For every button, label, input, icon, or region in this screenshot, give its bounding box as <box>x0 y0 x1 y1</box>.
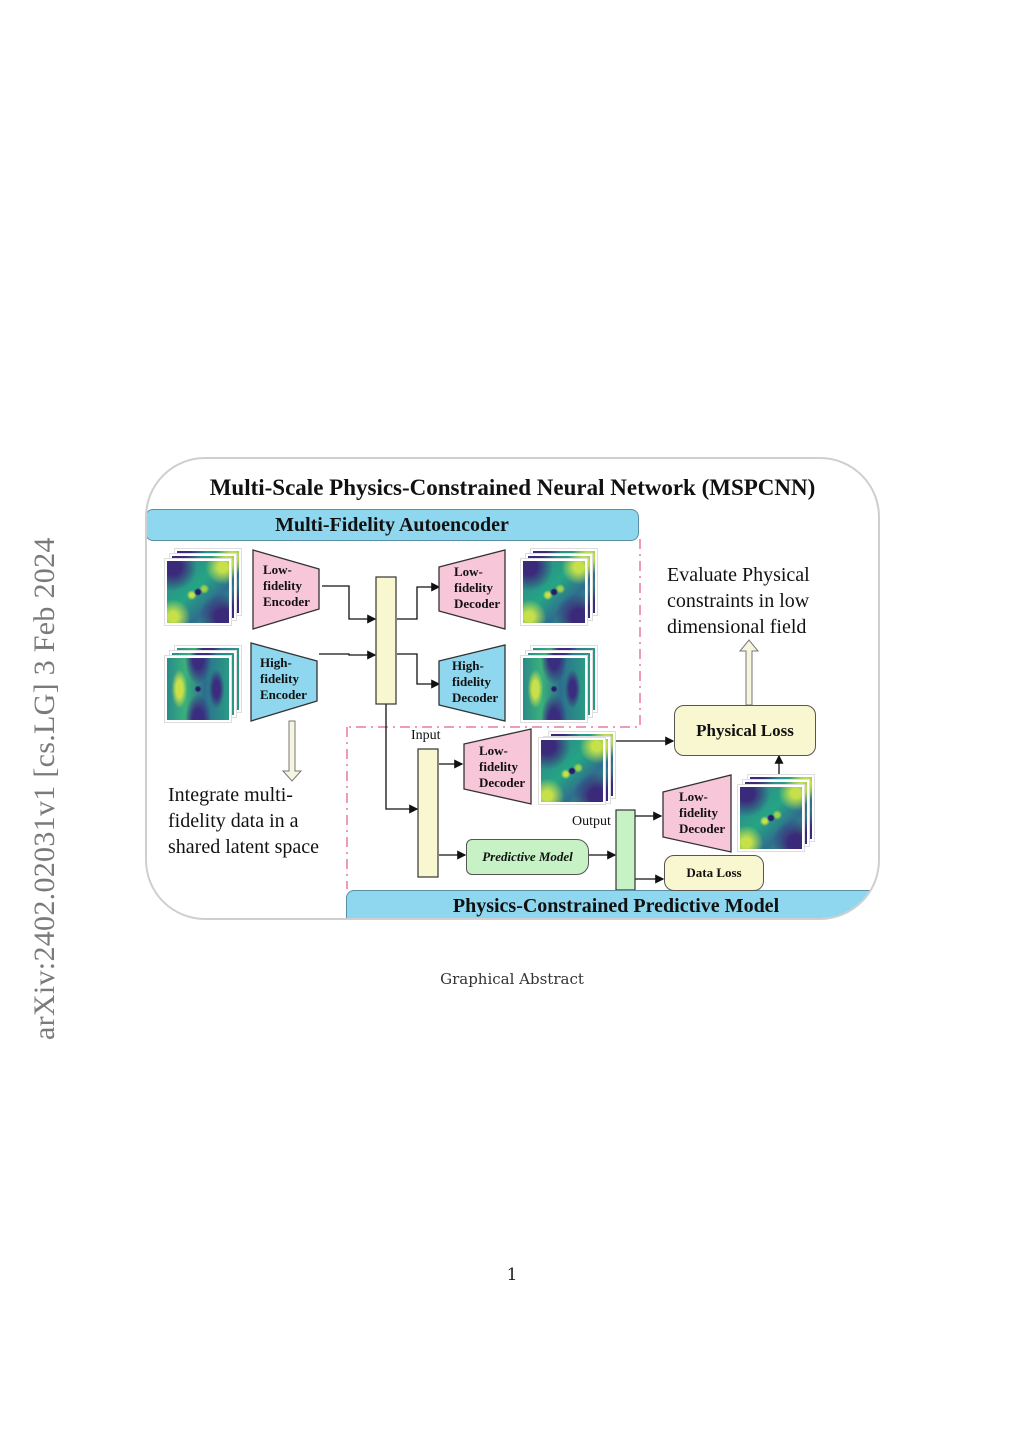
flow-field-image <box>165 559 231 625</box>
output-label: Output <box>572 814 611 829</box>
lf-encoder-shape <box>252 549 320 630</box>
latent-space-bar <box>375 576 397 705</box>
lf-decoder-shape <box>438 549 506 630</box>
graphical-abstract-figure: Multi-Scale Physics-Constrained Neural N… <box>145 457 880 920</box>
evaluate-hollow-arrow <box>738 639 760 706</box>
flow-field-image <box>738 785 804 851</box>
flow-field-image <box>539 738 605 804</box>
physical-loss-box: Physical Loss <box>674 705 816 756</box>
flow-field-image <box>521 656 587 722</box>
hf-decoder-shape <box>438 644 506 722</box>
latent-to-lf-decoder-arrow <box>397 582 441 620</box>
flow-field-image <box>165 656 231 722</box>
autoencoder-region-border <box>347 539 641 728</box>
latent-to-hf-decoder-arrow <box>397 653 441 689</box>
arxiv-identifier-stamp: arXiv:2402.02031v1 [cs.LG] 3 Feb 2024 <box>28 537 61 1040</box>
input-bar <box>417 748 439 878</box>
figure-caption: Graphical Abstract <box>440 970 584 988</box>
diagram-connectors <box>250 539 784 891</box>
lf-encoder-to-latent-arrow <box>322 585 377 624</box>
lf-decoder-input-shape <box>463 728 532 805</box>
autoencoder-section-header: Multi-Fidelity Autoencoder <box>147 509 639 541</box>
hf-encoder-to-latent-arrow <box>319 650 377 660</box>
flow-field-image <box>521 559 587 625</box>
input-label: Input <box>411 728 441 743</box>
predictive-model-box: Predictive Model <box>466 839 589 875</box>
figure-title: Multi-Scale Physics-Constrained Neural N… <box>209 475 816 500</box>
output-bar <box>615 809 636 891</box>
integrate-hollow-arrow <box>281 720 303 782</box>
predictive-section-header: Physics-Constrained Predictive Model <box>346 890 878 918</box>
latent-to-input-arrow <box>385 704 419 814</box>
data-loss-box: Data Loss <box>664 855 764 891</box>
lf-decoder-output-shape <box>662 774 732 853</box>
hf-encoder-shape <box>250 642 318 722</box>
page-number: 1 <box>506 1265 518 1285</box>
